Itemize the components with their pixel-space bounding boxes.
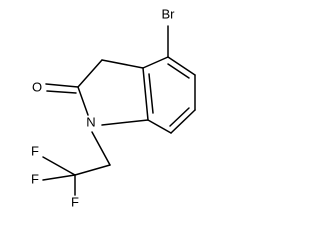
bond-c2-c3 bbox=[77, 59, 103, 88]
fluorine-label-3: F bbox=[71, 194, 79, 209]
carbonyl-group bbox=[45, 83, 79, 94]
fluorine-label-2: F bbox=[31, 171, 39, 186]
bond-c3a-c4 bbox=[142, 56, 169, 69]
bond-c-f2 bbox=[42, 174, 76, 181]
bond-c7-c7a bbox=[147, 119, 172, 134]
oxygen-label: O bbox=[32, 79, 42, 94]
bond-c6-c7 bbox=[170, 109, 196, 134]
benzene-ring bbox=[142, 56, 196, 134]
bond-c4-c5 bbox=[167, 56, 196, 76]
bond-c6-c7-inner bbox=[169, 107, 190, 127]
five-membered-ring bbox=[77, 59, 149, 126]
bond-c2-o-1 bbox=[45, 83, 79, 88]
bond-c4-c5-inner bbox=[167, 63, 190, 79]
bond-ch2-cf3 bbox=[74, 164, 111, 176]
nitrogen-label: N bbox=[86, 114, 95, 129]
bond-n1-c2 bbox=[77, 86, 89, 116]
bond-c2-o-2 bbox=[46, 90, 77, 94]
trifluoroethyl-group bbox=[42, 131, 111, 196]
fluorine-label-1: F bbox=[31, 143, 39, 158]
bond-c7a-c3a-inner bbox=[148, 73, 154, 114]
bond-n1-ch2 bbox=[91, 131, 111, 166]
bond-c3-c3a bbox=[101, 59, 144, 69]
chemical-structure: Br O N F F F bbox=[31, 6, 196, 209]
bond-c7a-c3a bbox=[142, 67, 149, 121]
bromine-label: Br bbox=[162, 6, 176, 21]
bond-c-f1 bbox=[42, 156, 76, 176]
bond-n1-c7a bbox=[101, 119, 149, 126]
